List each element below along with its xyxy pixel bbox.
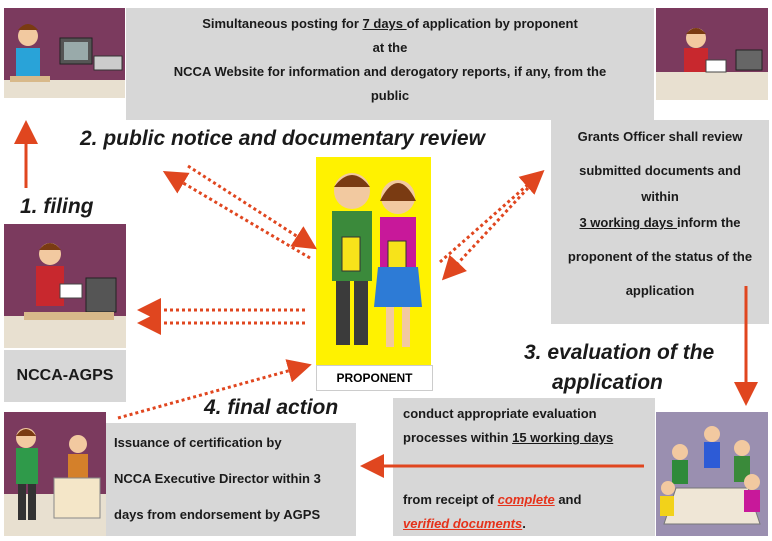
arrow-review-right-1	[439, 170, 545, 264]
final-certification-box: Issuance of certification by NCCA Execut…	[106, 423, 356, 536]
arrow-review-left-1	[162, 170, 311, 260]
evaluation-meeting-illustration	[656, 412, 768, 536]
grants-officer-review-box: Grants Officer shall review submitted do…	[551, 120, 769, 324]
officer-at-desk-icon	[656, 28, 768, 100]
step-2-review: 2. public notice and documentary review	[80, 127, 485, 150]
proponent-label: PROPONENT	[316, 365, 433, 391]
ncca-agps-illustration	[4, 224, 126, 348]
step-4-final-action: 4. final action	[204, 396, 339, 419]
handing-certificate-icon	[4, 428, 106, 536]
evaluation-box: conduct appropriate evaluation processes…	[393, 398, 655, 536]
arrow-review-left-2	[187, 164, 318, 250]
meeting-table-icon	[656, 412, 768, 536]
step-3-evaluation: 3. evaluation of the application	[524, 341, 715, 394]
proponent-people-icon	[332, 173, 422, 347]
clerk-at-desk-icon	[4, 243, 126, 348]
proponent-illustration	[316, 157, 431, 365]
public-posting-box: Simultaneous posting for 7 days of appli…	[126, 8, 654, 120]
arrow-review-right-2	[441, 186, 530, 281]
final-action-illustration	[4, 412, 106, 536]
person-at-computer-icon	[4, 24, 125, 98]
grants-officer-illustration	[656, 8, 768, 100]
step-1-filing: 1. filing	[20, 195, 94, 218]
filing-illustration	[4, 8, 125, 98]
ncca-agps-label: NCCA-AGPS	[4, 350, 126, 402]
arrow-final-to-proponent	[117, 359, 312, 420]
